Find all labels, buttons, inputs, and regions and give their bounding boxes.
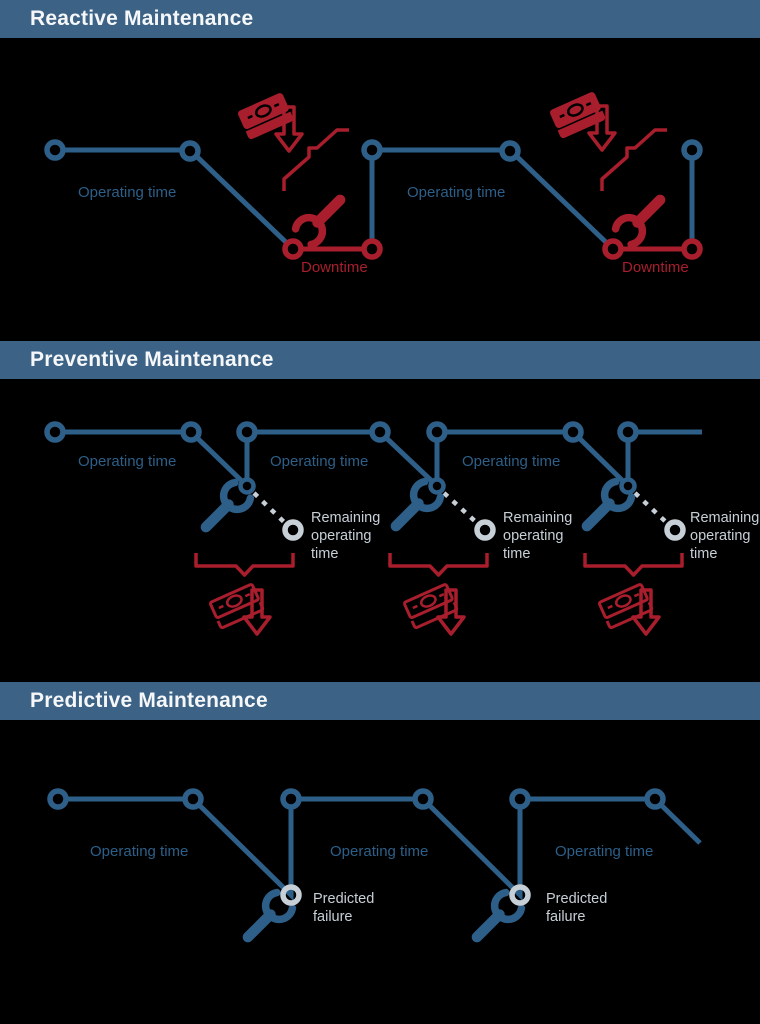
remaining-operating-time-label: Remaining [311, 510, 380, 526]
timeline-node [681, 139, 703, 161]
timeline-node [617, 421, 639, 443]
predicted-failure-label: failure [546, 909, 586, 925]
operating-time-label: Operating time [555, 843, 653, 860]
maintenance-node [428, 477, 446, 495]
downtime-label: Downtime [622, 259, 689, 276]
remaining-life-dash-line [442, 491, 479, 525]
operating-time-label: Operating time [407, 184, 505, 201]
operating-time-label: Operating time [462, 453, 560, 470]
remaining-operating-time-label: time [503, 546, 530, 562]
operating-time-label: Operating time [330, 843, 428, 860]
timeline-node [236, 421, 258, 443]
section-header-preventive: Preventive Maintenance [0, 341, 760, 379]
cost-brace [583, 551, 684, 577]
predicted-failure-node [509, 884, 531, 906]
remaining-life-node [282, 519, 304, 541]
operating-time-label: Operating time [90, 843, 188, 860]
timeline-node [179, 140, 201, 162]
timeline-node [509, 788, 531, 810]
predicted-failure-label: Predicted [313, 891, 374, 907]
timeline-node [182, 788, 204, 810]
timeline-node [412, 788, 434, 810]
failure-node [361, 238, 383, 260]
failure-flash-icon [282, 128, 351, 193]
section-title-preventive: Preventive Maintenance [30, 348, 274, 371]
timeline-node [644, 788, 666, 810]
remaining-operating-time-label: operating [503, 528, 563, 544]
maintenance-node [619, 477, 637, 495]
remaining-operating-time-label: Remaining [503, 510, 572, 526]
failure-node [681, 238, 703, 260]
section-title-reactive: Reactive Maintenance [30, 7, 254, 30]
timeline-node [44, 139, 66, 161]
section-title-predictive: Predictive Maintenance [30, 689, 268, 712]
remaining-operating-time-label: operating [690, 528, 750, 544]
remaining-life-node [664, 519, 686, 541]
maintenance-node [238, 477, 256, 495]
predicted-failure-label: failure [313, 909, 353, 925]
wrench-icon [294, 190, 350, 246]
section-header-reactive: Reactive Maintenance [0, 0, 760, 38]
operating-time-label: Operating time [270, 453, 368, 470]
failure-node [282, 238, 304, 260]
cost-brace [388, 551, 489, 577]
section-header-predictive: Predictive Maintenance [0, 682, 760, 720]
cost-brace [194, 551, 295, 577]
downtime-label: Downtime [301, 259, 368, 276]
timeline-node [44, 421, 66, 443]
operating-time-label: Operating time [78, 453, 176, 470]
timeline-node [361, 139, 383, 161]
operating-line [369, 147, 615, 251]
timeline-node [180, 421, 202, 443]
remaining-life-node [474, 519, 496, 541]
timeline-node [562, 421, 584, 443]
predicted-failure-node [280, 884, 302, 906]
reactive-diagram: Operating time Operating time Downtime D… [44, 91, 703, 276]
timeline-node [280, 788, 302, 810]
failure-node [602, 238, 624, 260]
remaining-operating-time-label: time [311, 546, 338, 562]
predicted-failure-label: Predicted [546, 891, 607, 907]
timeline-node [369, 421, 391, 443]
remaining-operating-time-label: operating [311, 528, 371, 544]
timeline-node [499, 140, 521, 162]
timeline-node [426, 421, 448, 443]
remaining-operating-time-label: Remaining [690, 510, 759, 526]
preventive-diagram: Operating time Operating time Operating … [44, 421, 759, 636]
remaining-operating-time-label: time [690, 546, 717, 562]
remaining-life-dash-line [252, 491, 287, 525]
timeline-node [47, 788, 69, 810]
operating-time-label: Operating time [78, 184, 176, 201]
remaining-life-dash-line [633, 491, 669, 525]
predictive-diagram: Operating time Operating time Operating … [47, 788, 702, 947]
wrench-icon [614, 190, 670, 246]
